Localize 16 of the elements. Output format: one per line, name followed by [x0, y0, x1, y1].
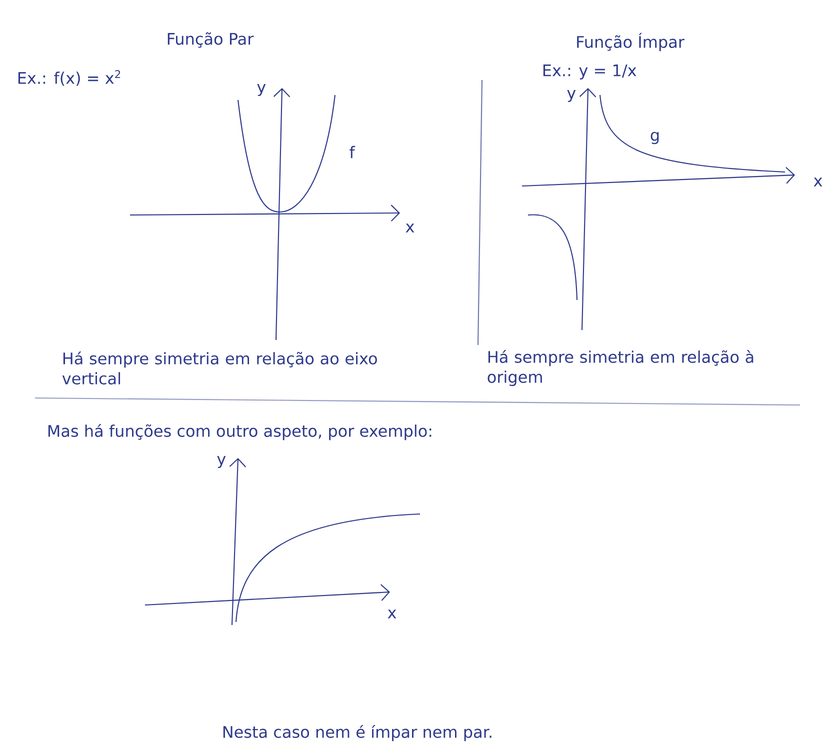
axis-label: x: [814, 178, 822, 186]
note-text: Há sempre simetria em relação ao eixo vertical: [62, 352, 377, 385]
axis-label: x: [406, 224, 414, 232]
formula-text: Ex.: f(x) = x$^{2}$: [18, 70, 120, 86]
note-text: Mas há funções com outro aspeto, por exemplo:: [48, 424, 432, 440]
axis-label: x: [388, 610, 396, 618]
curve-label: f: [350, 146, 356, 158]
note-text: Há sempre simetria em relação à origem: [488, 350, 754, 386]
axis-label: y: [257, 84, 266, 96]
axis-label: y: [567, 90, 576, 102]
curve-label: g: [650, 132, 659, 144]
axis-label: y: [217, 456, 226, 468]
heading-text: Função Par: [168, 32, 254, 48]
formula-text: Ex.: y = 1/x: [543, 64, 636, 80]
heading-text: Função Ímpar: [577, 32, 684, 52]
note-text: Nesta caso nem é ímpar nem par.: [223, 724, 492, 742]
